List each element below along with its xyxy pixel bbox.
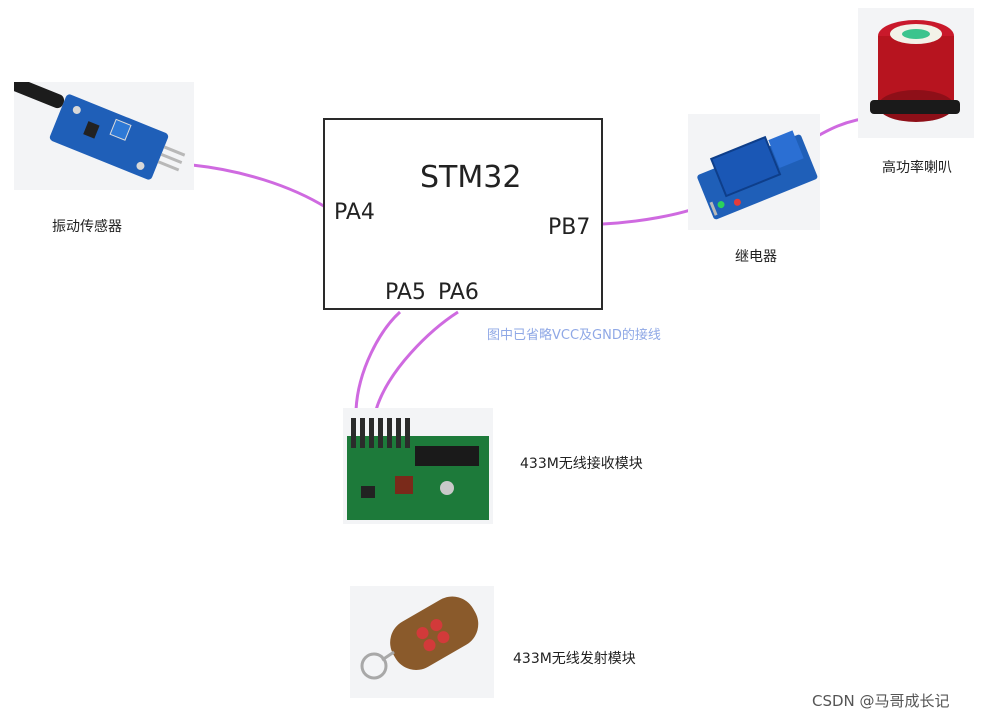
wire-pa6-to-receiver: [374, 310, 459, 411]
pin-pb7-label: PB7: [548, 215, 591, 240]
relay-photo: [688, 114, 820, 230]
vibration-sensor-photo: [14, 82, 194, 190]
speaker-photo: [858, 8, 974, 138]
rf-receiver-board-icon: [343, 408, 493, 524]
rf-transmitter-label: 433M无线发射模块: [513, 651, 636, 667]
wire-sensor-to-pa4: [191, 163, 328, 210]
wire-pa5-to-receiver: [354, 310, 402, 411]
pin-pa5-label: PA5: [385, 280, 426, 305]
omitted-wiring-note: 图中已省略VCC及GND的接线: [487, 328, 661, 343]
rf-remote-icon: [350, 586, 494, 698]
csdn-watermark: CSDN @马哥成长记: [812, 692, 950, 710]
speaker-icon: [858, 8, 974, 138]
speaker-label: 高功率喇叭: [882, 160, 952, 176]
rf-receiver-photo: [343, 408, 493, 524]
rf-transmitter-photo: [350, 586, 494, 698]
stm32-block: [323, 118, 603, 310]
relay-label: 继电器: [735, 249, 777, 265]
vibration-sensor-label: 振动传感器: [52, 219, 122, 235]
vibration-sensor-icon: [14, 82, 194, 190]
pin-pa6-label: PA6: [438, 280, 479, 305]
pin-pa4-label: PA4: [334, 200, 375, 225]
relay-module-icon: [688, 114, 820, 230]
stm32-label: STM32: [420, 160, 522, 195]
rf-receiver-label: 433M无线接收模块: [520, 456, 643, 472]
